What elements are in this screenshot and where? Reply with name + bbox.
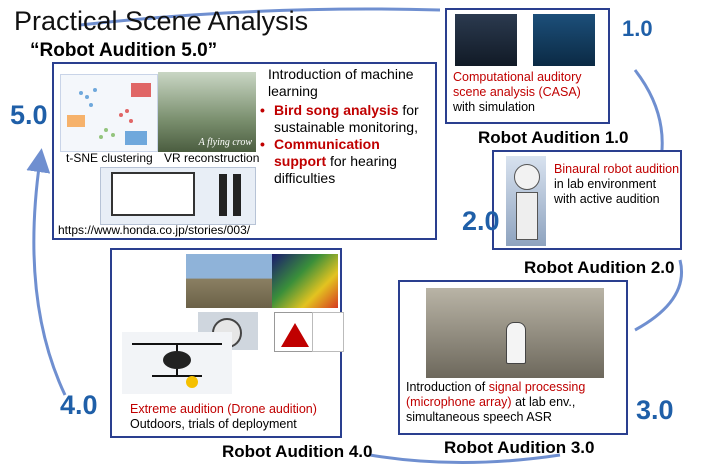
stage-5-intro: Introduction of machine learning — [268, 66, 414, 99]
stage-2-card: Binaural robot audition in lab environme… — [492, 150, 682, 250]
cycle-arc-4-to-5 — [26, 148, 67, 396]
version-5-label: 5.0 — [10, 100, 48, 130]
direction-plot-image — [274, 312, 316, 352]
stage-3-description: Introduction of signal processing (micro… — [406, 380, 586, 424]
stage-1-title: Robot Audition 1.0 — [478, 128, 629, 147]
version-1-label: 1.0 — [622, 16, 653, 41]
stage-4-description: Extreme audition (Drone audition) Outdoo… — [130, 402, 317, 431]
stage-2-title: Robot Audition 2.0 — [524, 258, 675, 277]
bullet-bird-song: Bird song analysis for sustainable monit… — [260, 102, 430, 136]
version-2-label: 2.0 — [462, 206, 500, 236]
robot-head-shape — [514, 164, 540, 190]
page-title: Practical Scene Analysis — [14, 6, 309, 36]
stage-2-description: Binaural robot audition in lab environme… — [554, 162, 680, 206]
page-subtitle: “Robot Audition 5.0” — [30, 40, 218, 61]
cycle-arc-5-to-1 — [79, 7, 441, 27]
drone-image — [122, 332, 232, 394]
lab-people-image — [426, 288, 604, 378]
stage-1-card: Computational auditory scene analysis (C… — [445, 8, 610, 124]
tsne-clustering-image — [60, 74, 158, 152]
version-4-label: 4.0 — [60, 390, 98, 420]
flying-crow-label: A flying crow — [198, 137, 252, 148]
casa-book-cover-2 — [533, 14, 595, 66]
stage-5-bullets: Bird song analysis for sustainable monit… — [260, 102, 430, 187]
robot-center-shape — [506, 322, 526, 364]
stage-3-title: Robot Audition 3.0 — [444, 438, 595, 457]
version-3-label: 3.0 — [636, 395, 674, 425]
stage-4-card: Extreme audition (Drone audition) Outdoo… — [110, 248, 344, 438]
stage-3-card: Introduction of signal processing (micro… — [398, 280, 628, 435]
robot-body-shape — [516, 192, 538, 240]
communication-support-image — [100, 167, 256, 225]
cycle-arc-2-to-3 — [634, 259, 683, 332]
microphone-shape-2 — [233, 174, 241, 216]
vr-reconstruction-label: VR reconstruction — [164, 151, 260, 165]
microphone-shape — [219, 174, 227, 216]
honda-stories-link[interactable]: https://www.honda.co.jp/stories/003/ — [58, 223, 251, 237]
cycle-arc-3-to-4 — [369, 453, 561, 464]
bullet-communication-support: Communication support for hearing diffic… — [260, 136, 430, 187]
direction-plot-icon — [281, 323, 309, 347]
humanoid-robot-image — [506, 156, 546, 246]
stage-1-description: Computational auditory scene analysis (C… — [453, 70, 582, 114]
sound-map-image — [272, 254, 338, 308]
trajectory-plot-image — [312, 312, 344, 352]
outdoor-field-image — [186, 254, 272, 308]
stage-4-title: Robot Audition 4.0 — [222, 442, 373, 461]
monitor-shape — [111, 172, 195, 216]
vr-reconstruction-image: A flying crow — [158, 72, 256, 152]
stage-5-card: A flying crow t-SNE clustering VR recons… — [52, 62, 437, 240]
tsne-scatter-icon — [67, 83, 151, 145]
tsne-label: t-SNE clustering — [66, 151, 153, 165]
casa-book-cover-1 — [455, 14, 517, 66]
drone-icon — [132, 343, 222, 388]
